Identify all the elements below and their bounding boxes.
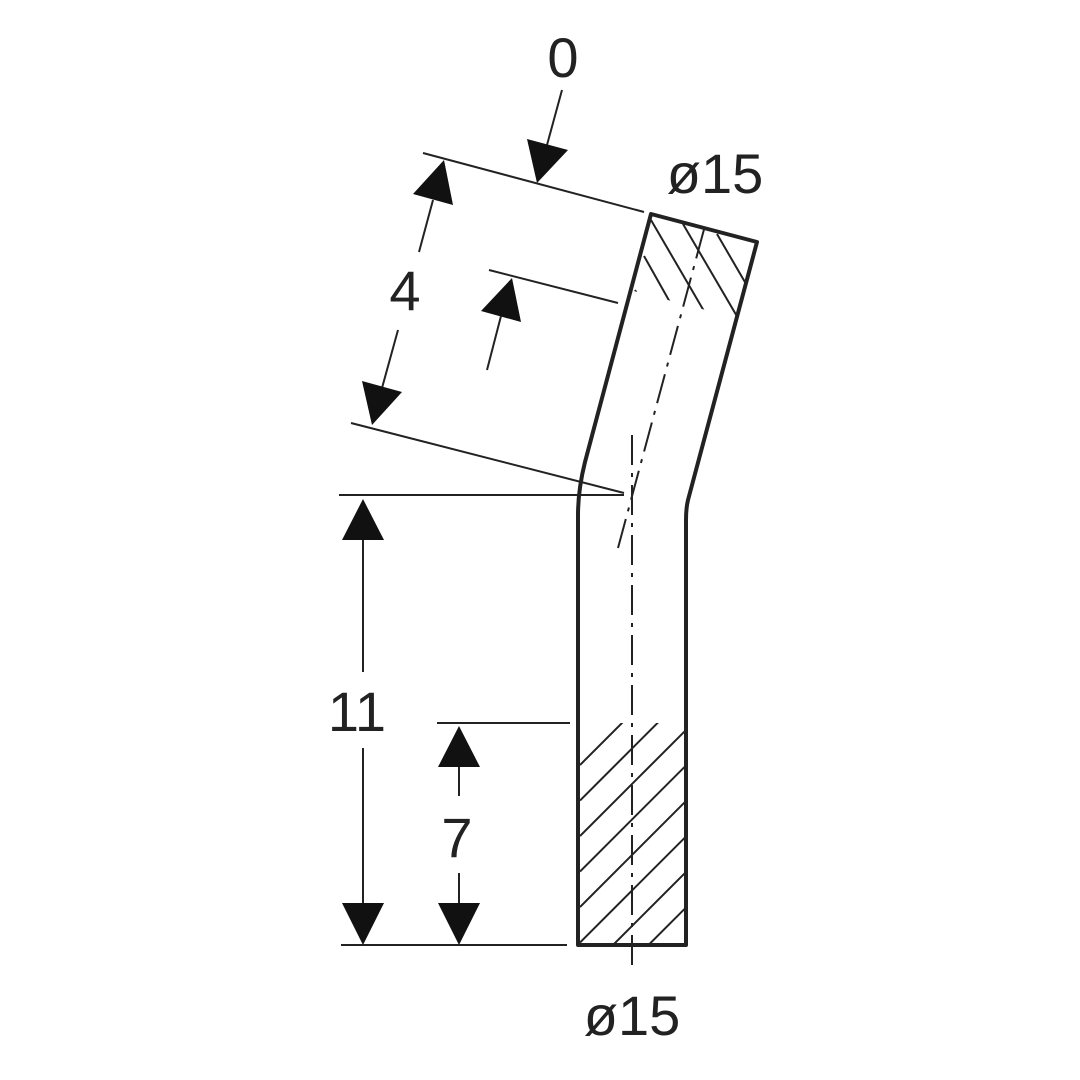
extension-line <box>488 269 619 304</box>
top-diameter-label: ø15 <box>667 142 764 205</box>
arrow-head <box>438 726 480 767</box>
tube-outline <box>576 212 759 947</box>
hatch-line <box>580 764 686 873</box>
arrow-head <box>438 903 480 945</box>
bottom-diameter-label: ø15 <box>584 984 681 1047</box>
hatched-height-label: 7 <box>441 806 472 869</box>
hatch-line <box>611 870 686 945</box>
total-height-label: 11 <box>328 680 386 743</box>
bottom-hatching <box>580 723 686 945</box>
arrow-head <box>342 499 384 540</box>
angled-length-label: 4 <box>389 259 420 322</box>
hatch-line <box>580 723 624 766</box>
hatch-line <box>580 799 686 908</box>
extension-line <box>422 152 645 213</box>
dimension-line <box>546 89 563 146</box>
hatch-line <box>580 723 659 802</box>
angled-centerline <box>617 221 707 549</box>
hatch-line <box>647 906 686 945</box>
angle-label: 0 <box>547 26 578 89</box>
extension-line <box>350 422 625 494</box>
dimension-line <box>381 329 399 389</box>
arrow-head <box>342 903 384 945</box>
dimension-line <box>486 315 502 371</box>
arrow-head <box>413 160 453 205</box>
arrow-head <box>362 381 402 425</box>
dimension-line <box>418 199 434 253</box>
hatch-line <box>580 728 686 837</box>
hatch-line <box>580 835 686 944</box>
arrow-head <box>481 278 521 322</box>
arrow-head <box>527 139 568 183</box>
